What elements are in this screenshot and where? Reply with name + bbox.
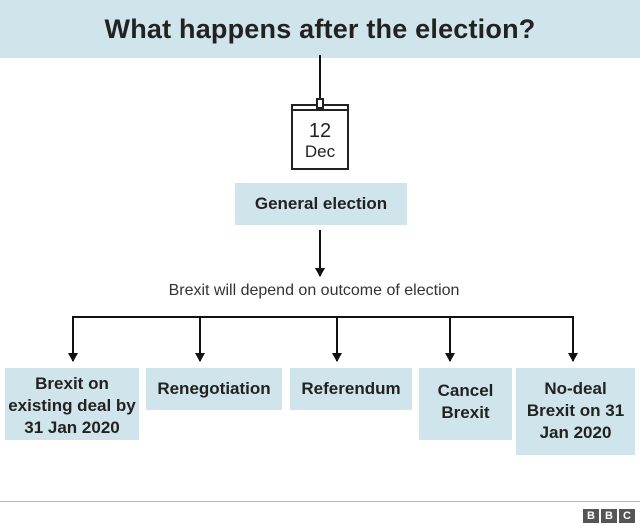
general-election-label: General election: [254, 194, 388, 213]
calendar-date: 12 Dec: [291, 104, 349, 170]
bbc-logo-letter-b1: B: [583, 509, 599, 523]
title-banner: What happens after the election?: [0, 0, 640, 58]
outcome-referendum-label: Referendum: [301, 379, 401, 398]
outcome-cancel-brexit-label: Cancel Brexit: [437, 381, 494, 422]
general-election-box: General election: [235, 183, 407, 225]
diagram-title: What happens after the election?: [104, 13, 536, 44]
outcome-no-deal-label: No-deal Brexit on 31 Jan 2020: [526, 379, 625, 442]
outcome-existing-deal-label: Brexit on existing deal by 31 Jan 2020: [8, 374, 136, 437]
bbc-logo-letter-b2: B: [601, 509, 617, 523]
outcome-referendum-box: Referendum: [290, 368, 412, 410]
outcome-cancel-brexit-box: Cancel Brexit: [419, 368, 512, 440]
outcome-renegotiation-label: Renegotiation: [157, 379, 271, 398]
calendar-icon: [291, 98, 349, 170]
footer-divider: [0, 501, 640, 502]
outcome-renegotiation-box: Renegotiation: [146, 368, 282, 410]
calendar-month: Dec: [304, 142, 336, 161]
bbc-logo: B B C: [583, 509, 635, 523]
depend-caption: Brexit will depend on outcome of electio…: [168, 282, 460, 299]
outcome-no-deal-box: No-deal Brexit on 31 Jan 2020: [516, 368, 635, 455]
bbc-logo-letter-c: C: [619, 509, 635, 523]
calendar-day: 12: [308, 120, 332, 142]
outcome-existing-deal-box: Brexit on existing deal by 31 Jan 2020: [5, 368, 139, 440]
